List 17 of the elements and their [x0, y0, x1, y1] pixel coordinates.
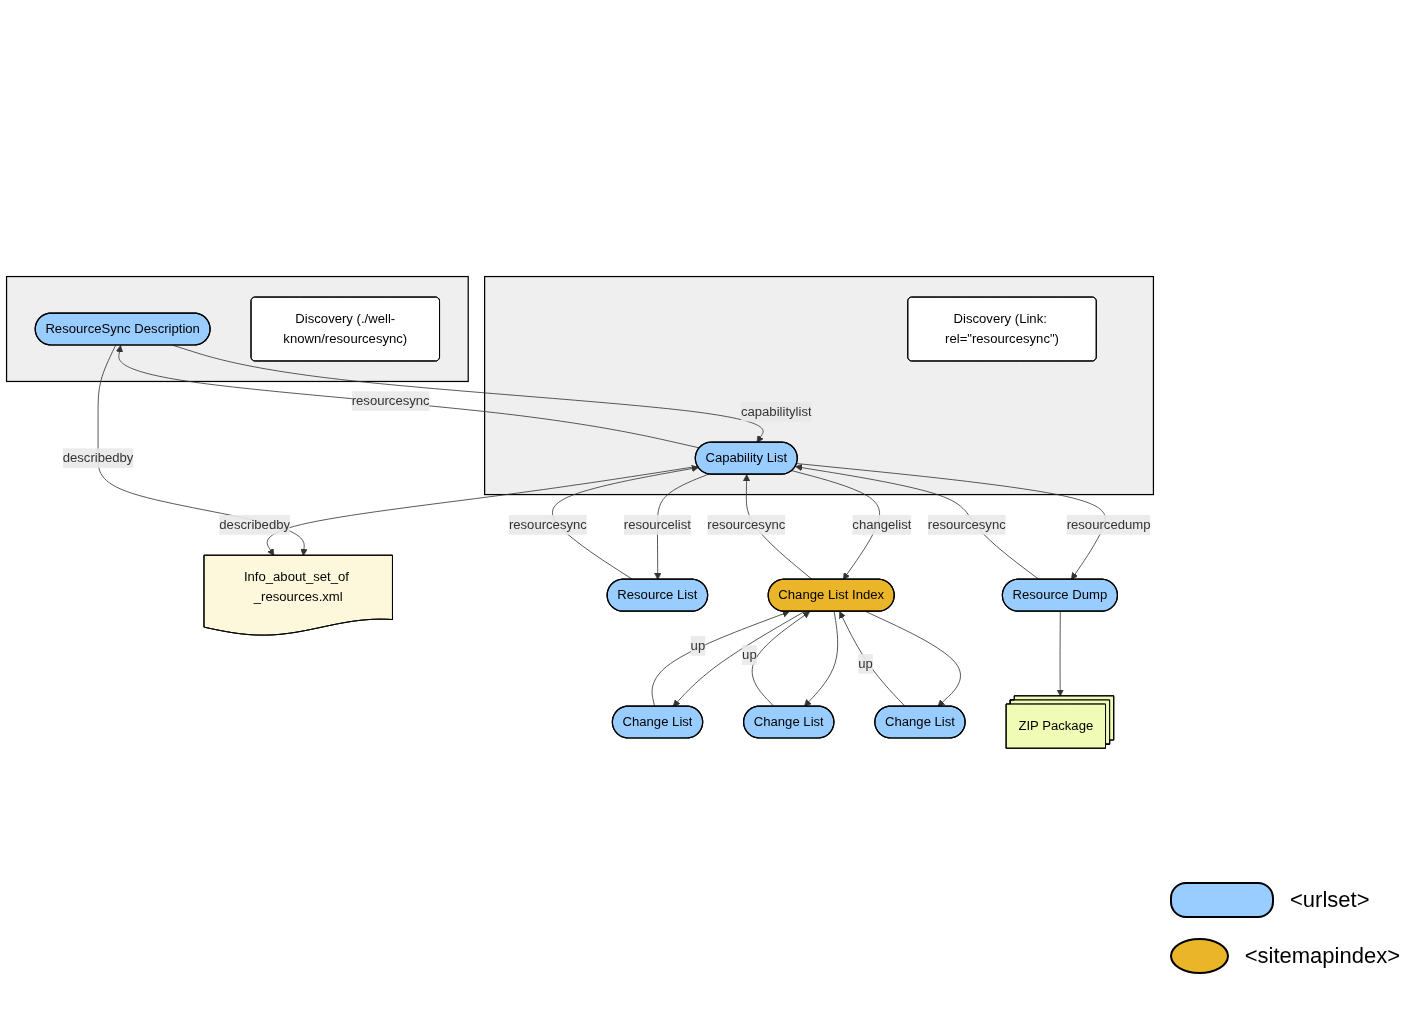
edge-label: changelist: [852, 517, 912, 532]
edge-label: capabilitylist: [740, 404, 812, 418]
edge-label: resourcelist: [623, 517, 691, 532]
legend-label: <sitemapindex>: [1244, 943, 1400, 969]
edge-label: describedby: [62, 450, 134, 465]
edge-label: describedby: [219, 517, 291, 532]
cluster: [484, 275, 1155, 495]
edge-label: up: [858, 656, 873, 671]
edge-label: up: [742, 647, 757, 662]
edge-label: resourcedump: [1066, 517, 1151, 532]
edge-label: resourcesync: [707, 517, 786, 532]
edge-label: resourcesync: [927, 517, 1006, 532]
edge-label: up: [690, 638, 706, 653]
edge-label: resourcesync: [351, 393, 430, 408]
legend-label: <urlset>: [1290, 887, 1370, 913]
edge-label: resourcesync: [508, 517, 587, 532]
cluster: [5, 275, 469, 382]
